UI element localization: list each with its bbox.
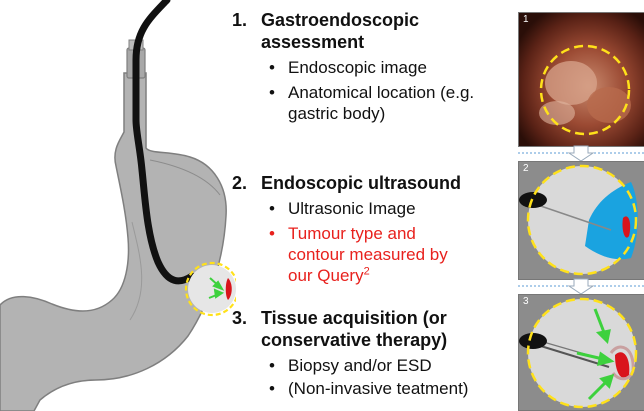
step-3-title-line: conservative therapy) [261, 330, 447, 351]
stomach-body [0, 73, 226, 411]
tissue-acquisition-image [519, 295, 644, 410]
step-3-bullets: Biopsy and/or ESD (Non-invasive teatment… [266, 355, 468, 399]
step-2-number: 2. [232, 173, 247, 194]
endoscopic-image-panel: 1 [518, 12, 644, 147]
ultrasound-image [519, 162, 644, 279]
ultrasound-image-panel: 2 [518, 161, 644, 280]
bullet-item: Ultrasonic Image [266, 198, 448, 219]
step-3-number: 3. [232, 308, 247, 329]
panel-1-label: 1 [523, 14, 529, 25]
step-1-number: 1. [232, 10, 247, 31]
bullet-item: Endoscopic image [266, 57, 474, 78]
stomach-illustration [0, 0, 236, 411]
panel-3-label: 3 [523, 296, 529, 307]
bullet-item-highlighted: Tumour type and contour measured by our … [266, 223, 448, 286]
step-2-title-line: Endoscopic ultrasound [261, 173, 461, 194]
bullet-item: Anatomical location (e.g. gastric body) [266, 82, 474, 124]
bullet-item: (Non-invasive teatment) [266, 378, 468, 399]
footnote-superscript: 2 [364, 265, 370, 277]
endoscopic-image [519, 13, 644, 146]
step-1-title-line: Gastroendoscopic [261, 10, 419, 31]
bullet-item: Biopsy and/or ESD [266, 355, 468, 376]
step-3-title-line: Tissue acquisition (or [261, 308, 447, 329]
panel-2-label: 2 [523, 163, 529, 174]
step-2-bullets: Ultrasonic Image Tumour type and contour… [266, 198, 448, 286]
step-1-title-line: assessment [261, 32, 364, 53]
step-1-bullets: Endoscopic image Anatomical location (e.… [266, 57, 474, 124]
tissue-acquisition-panel: 3 [518, 294, 644, 411]
